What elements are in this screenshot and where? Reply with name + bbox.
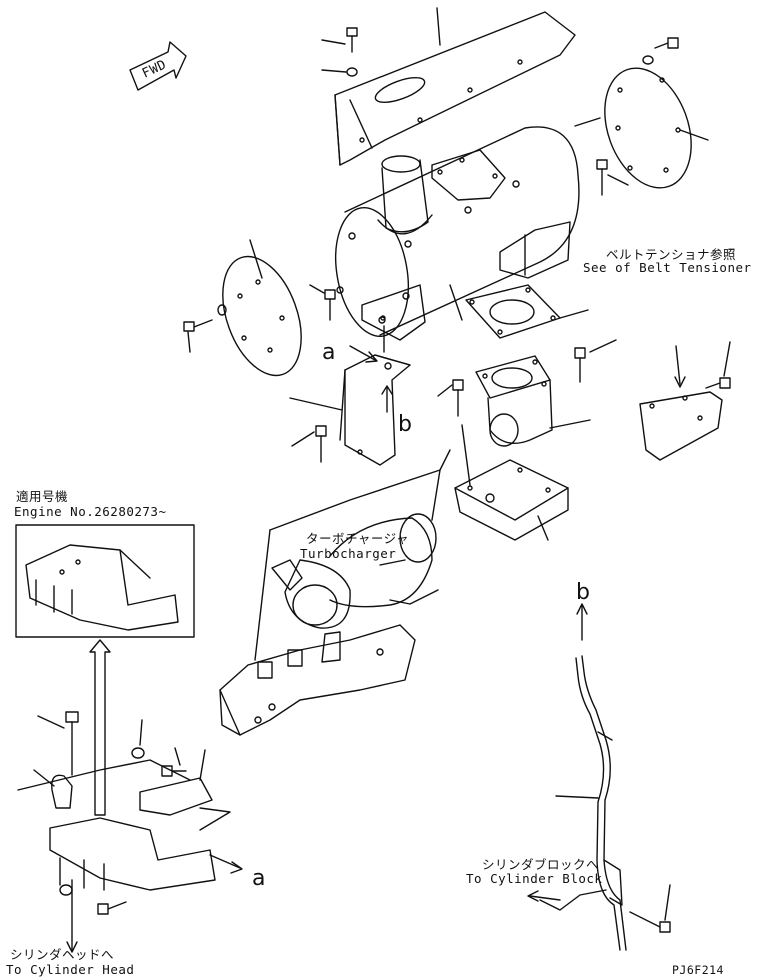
arrow-icon <box>66 854 243 953</box>
leader-line <box>555 795 599 799</box>
cyl-head-en: To Cylinder Head <box>6 962 135 977</box>
tensioner-bracket <box>639 391 723 461</box>
oil-pipe <box>575 655 627 951</box>
exhaust-elbow <box>475 355 553 447</box>
leader-line <box>449 284 463 321</box>
cyl-block-jp: シリンダブロックへ <box>482 857 600 872</box>
engine-no: Engine No.26280273~ <box>14 504 167 519</box>
bolt-icon <box>97 901 127 915</box>
adapter-gasket <box>465 284 589 339</box>
washer-icon <box>321 67 358 77</box>
leader-line <box>269 449 451 531</box>
ref-b-upper: b <box>398 412 413 437</box>
bolt-icon <box>629 884 671 933</box>
arrow-icon <box>349 345 393 413</box>
leader-line <box>254 529 271 661</box>
bolt-icon <box>596 159 629 196</box>
muffler <box>335 126 580 341</box>
bolt-icon <box>321 27 358 53</box>
gasket-right <box>574 67 709 189</box>
inset-box <box>15 524 195 638</box>
leader-line <box>17 759 191 791</box>
bolt-icon <box>642 37 679 65</box>
arrow-icon <box>527 890 561 902</box>
belt-tensioner-jp: ベルトテンショナ参照 <box>606 247 737 262</box>
belt-tensioner-en: See of Belt Tensioner <box>583 260 752 275</box>
cyl-block-en: To Cylinder Block <box>466 871 603 886</box>
bolt-icon <box>705 341 731 389</box>
leader-line <box>436 7 441 46</box>
turbocharger <box>271 513 439 663</box>
arrow-icon <box>674 345 686 388</box>
arrow-icon <box>89 639 111 816</box>
bolt-icon <box>183 304 227 353</box>
leader-line <box>199 807 231 831</box>
adapter-plate <box>454 459 569 541</box>
washer-icon <box>131 719 145 759</box>
cyl-head-jp: シリンダヘッドへ <box>10 947 115 962</box>
leader-line <box>379 559 406 566</box>
exhaust-manifold <box>219 624 416 736</box>
leader-line <box>539 889 607 911</box>
muffler-bracket <box>339 354 411 466</box>
drawing-number: PJ6F214 <box>672 963 724 977</box>
clamp-icon <box>33 769 73 809</box>
leader-line <box>431 469 441 521</box>
bolt-icon <box>437 379 464 417</box>
leader-line <box>549 419 591 429</box>
ref-a-lower: a <box>252 866 266 891</box>
bolt-icon <box>291 425 327 463</box>
fwd-arrow-icon <box>129 41 187 91</box>
gasket-left <box>222 239 302 377</box>
turbo-jp: ターボチャージャ <box>306 531 410 546</box>
ref-a-upper: a <box>322 340 336 365</box>
heat-shield <box>334 11 576 166</box>
bolt-icon <box>37 711 79 776</box>
leader-line <box>537 515 549 541</box>
ref-b-right: b <box>576 580 591 605</box>
turbo-en: Turbocharger <box>300 546 397 561</box>
leader-line <box>289 397 343 411</box>
bolt-icon <box>574 339 617 383</box>
arrow-icon <box>576 603 588 641</box>
large-bracket <box>49 817 216 896</box>
applicable-jp: 適用号機 <box>16 489 69 504</box>
bolt-icon <box>309 284 336 321</box>
leader-line <box>461 424 471 486</box>
